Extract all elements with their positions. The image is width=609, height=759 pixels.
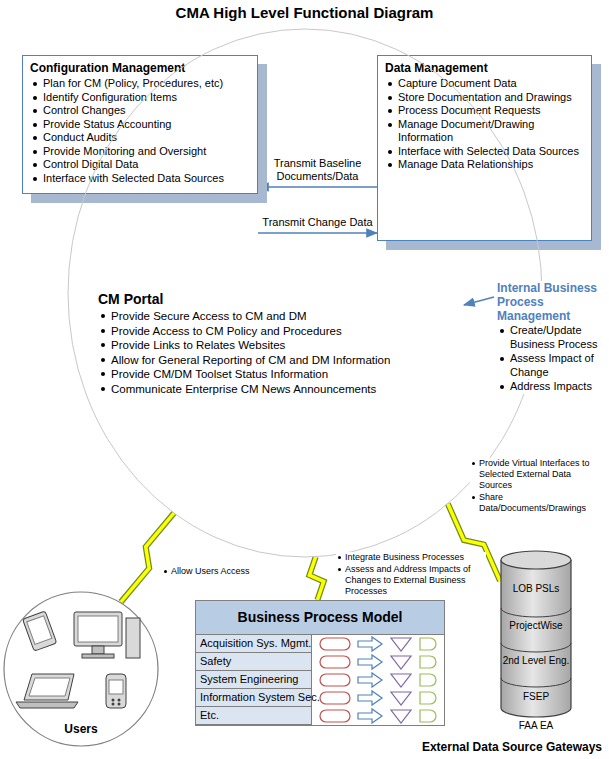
bolt-fill [309,557,323,600]
bullet-item: Control Changes [30,104,251,118]
note-label: Create/Update Business Process [497,324,605,351]
model-heading: Business Process Model [196,601,444,635]
bullet-note: Integrate Business Processes [336,552,486,563]
band-node: FSEP [500,678,572,716]
bullet-item: Conduct Audits [30,131,251,145]
bullet-item: Plan for CM (Policy, Procedures, etc) [30,77,251,91]
process-row-label: Etc. [196,707,311,724]
bullet-item: Provide Secure Access to CM and DM [98,309,448,324]
process-heading: Internal Business Process Management [497,281,605,323]
bpm-node: Business Process ModelAcquisition Sys. M… [195,600,445,726]
data-arrow [258,186,377,188]
lightning-bolt [121,513,174,602]
bullet-item: Store Documentation and Drawings [385,91,585,105]
bullet-note: Assess and Address Impacts of Changes to… [336,564,486,597]
users-label: Users [2,722,160,736]
bullet-item: Interface with Selected Data Sources [30,172,251,186]
bullet-note: Address Impacts [497,380,605,394]
box-node: Configuration ManagementPlan for CM (Pol… [22,55,258,194]
process-row-label: System Engineering [196,671,311,688]
bullet-item: Provide Links to Relates Websites [98,338,448,353]
box-heading: CM Portal [98,290,448,308]
data-arrow [258,232,377,234]
note-label: Integrate Business Processes [336,552,486,563]
bullet-item: Control Digital Data [30,158,251,172]
band-label: 2nd Level Eng. [503,655,570,667]
box-node: Data ManagementCapture Document DataStor… [377,55,592,241]
users-node: Users [2,590,160,748]
bullet-note: Assess Impact of Change [497,352,605,379]
note-label: Assess and Address Impacts of Changes to… [336,564,486,597]
process-arrow [464,297,494,305]
cyl-node: FAA EAExternal Data Source GatewaysLOB P… [500,550,572,718]
row-node: Safety [196,653,312,671]
bullet-item: Manage Data Relationships [385,158,585,172]
band-node: LOB PSLs [500,569,572,608]
band-node: ProjectWise [500,608,572,643]
lightning-bolt [309,557,323,600]
box-heading: Data Management [385,61,585,76]
bolt-outline [309,557,323,600]
bullet-note: Create/Update Business Process [497,324,605,351]
note-label: Allow Users Access [162,566,272,577]
diagram-title: CMA High Level Functional Diagram [0,4,609,21]
arrow-label: Transmit Change Data [260,216,376,229]
bullet-note: Share Data/Documents/Drawings [470,492,606,514]
row-node: Etc. [196,707,312,725]
process-row-label: Safety [196,653,311,670]
bullet-item: Provide Monitoring and Oversight [30,145,251,159]
note-label: Internal Business Process Management [497,281,605,323]
note-label: Assess Impact of Change [497,352,605,379]
row-node: System Engineering [196,671,312,689]
note-label: Share Data/Documents/Drawings [470,492,606,514]
note-label: Address Impacts [497,380,605,394]
portal-content: CM PortalProvide Secure Access to CM and… [98,290,448,396]
bullet-item: Allow for General Reporting of CM and DM… [98,353,448,368]
band-node: 2nd Level Eng. [500,643,572,678]
store-label: FAA EA [490,720,582,731]
process-row-label: Acquisition Sys. Mgmt. [196,635,311,652]
bullet-item: Communicate Enterprise CM News Announcem… [98,382,448,397]
bullet-item: Interface with Selected Data Sources [385,145,585,159]
arrow-label: Transmit Baseline Documents/Data [260,157,376,183]
note-label: Provide Virtual Interfaces to Selected E… [470,458,606,491]
bullet-item: Provide Status Accounting [30,118,251,132]
process-row-label: Information System Sec. [196,689,311,706]
bullet-note: Allow Users Access [162,566,272,577]
row-node: Acquisition Sys. Mgmt. [196,635,312,653]
bullet-item: Provide Access to CM Policy and Procedur… [98,324,448,339]
bullet-item: Provide CM/DM Toolset Status Information [98,367,448,382]
bolt-fill [121,513,174,602]
band-label: LOB PSLs [513,583,560,595]
band-label: ProjectWise [509,620,562,632]
bullet-item: Identify Configuration Items [30,91,251,105]
row-node: Information System Sec. [196,689,312,707]
bolt-outline [121,513,174,602]
box-heading: Configuration Management [30,61,251,76]
band-label: FSEP [523,691,549,703]
bullet-item: Capture Document Data [385,77,585,91]
bullet-item: Process Document Requests [385,104,585,118]
gateway-caption: External Data Source Gateways [402,740,602,754]
bullet-note: Provide Virtual Interfaces to Selected E… [470,458,606,491]
